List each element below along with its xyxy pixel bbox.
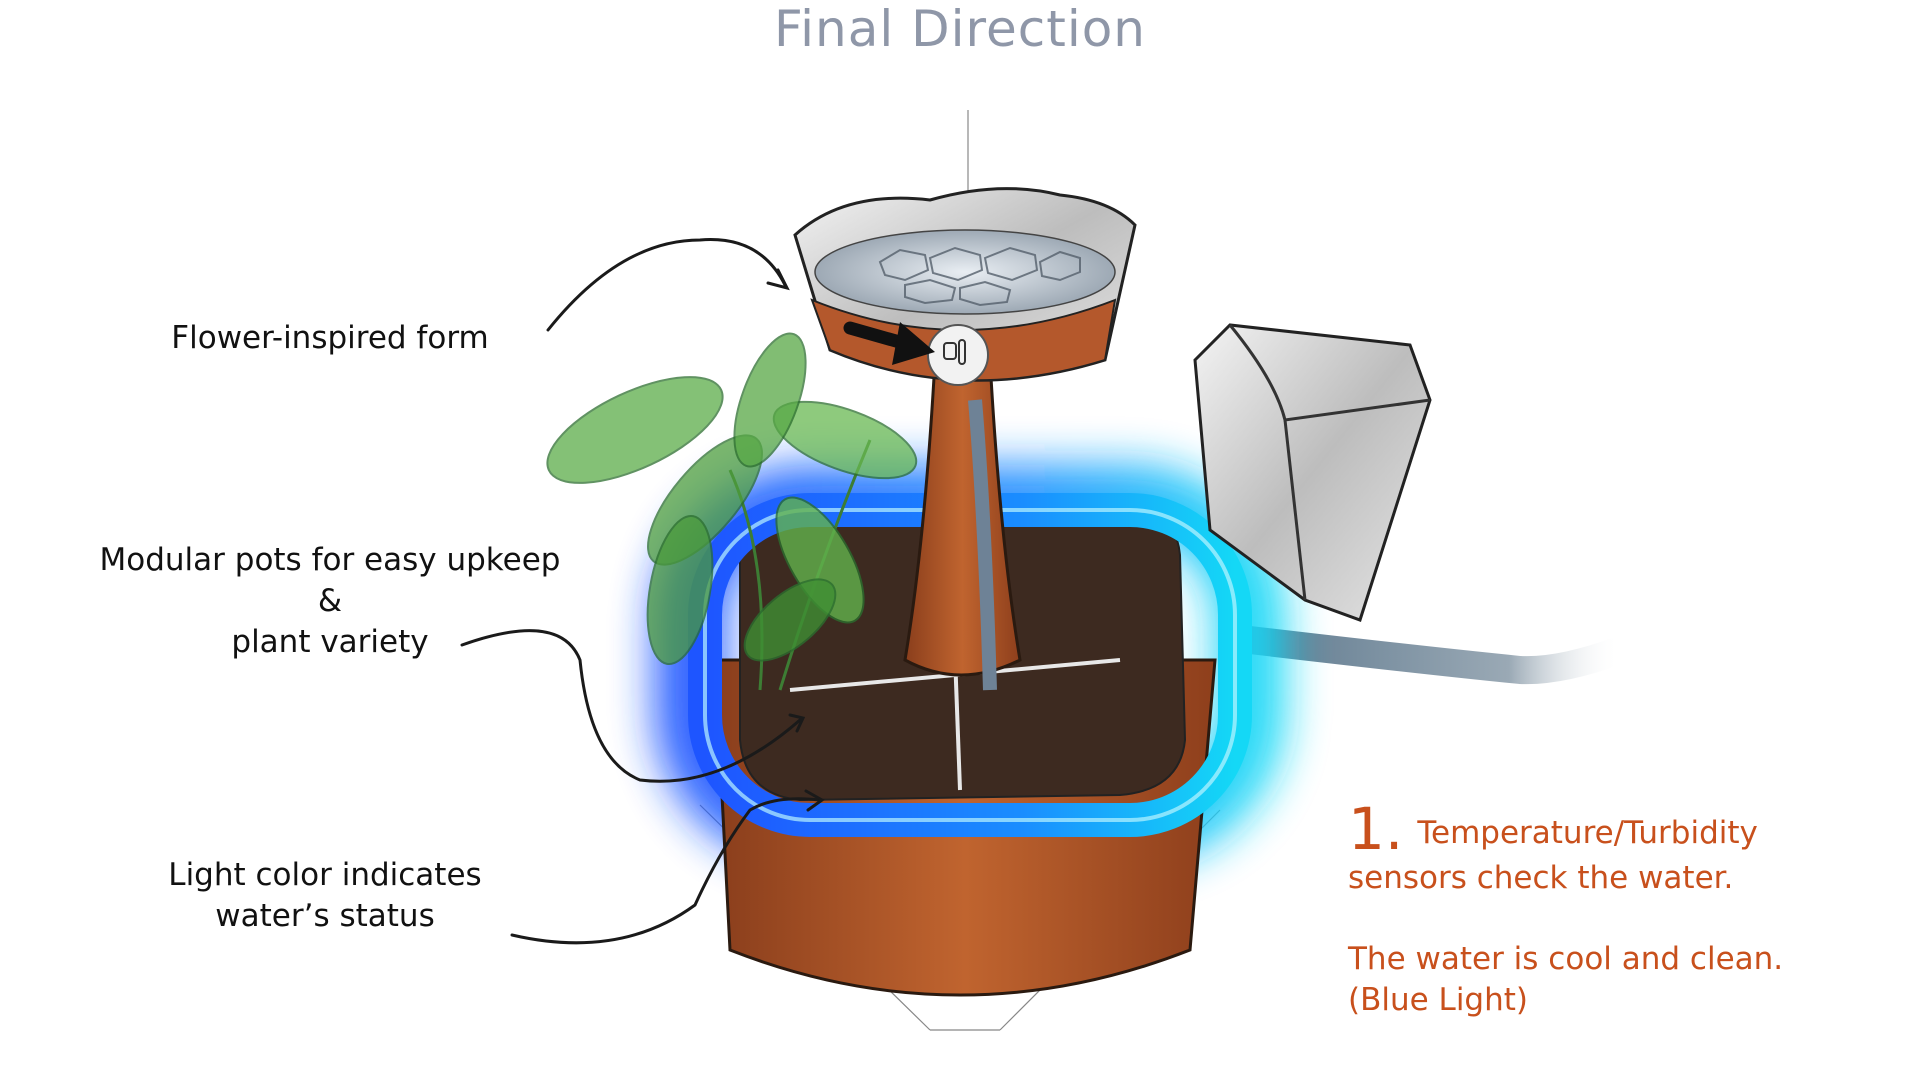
stem (903, 358, 1022, 677)
label-modular-pots: Modular pots for easy upkeep & plant var… (70, 540, 590, 663)
status-line2: (Blue Light) (1348, 982, 1529, 1018)
label-modular-line1: Modular pots for easy upkeep (99, 542, 561, 578)
label-flower-form: Flower-inspired form (171, 320, 489, 356)
label-light-line2: water’s status (215, 898, 435, 934)
step-line2: sensors check the water. (1348, 860, 1734, 896)
modular-pot (1193, 323, 1432, 622)
plant (546, 332, 918, 691)
water-surface (814, 229, 1116, 315)
leader-flower (546, 238, 787, 332)
page-title: Final Direction (773, 0, 1146, 58)
step-note: 1.Temperature/Turbidity sensors check th… (1348, 800, 1908, 1021)
leader-light (510, 797, 822, 945)
step-line1: Temperature/Turbidity (1417, 815, 1758, 851)
leader-lines (460, 238, 825, 945)
label-modular-line2: & (317, 583, 343, 619)
status-line1: The water is cool and clean. (1348, 941, 1784, 977)
supply-tube (1236, 626, 1634, 685)
label-light-color: Light color indicates water’s status (130, 855, 520, 937)
label-modular-line3: plant variety (231, 624, 429, 660)
leader-modular (460, 629, 802, 783)
label-light-line1: Light color indicates (168, 857, 482, 893)
step-heading: 1.Temperature/Turbidity (1348, 800, 1908, 858)
step-number: 1. (1348, 795, 1404, 863)
